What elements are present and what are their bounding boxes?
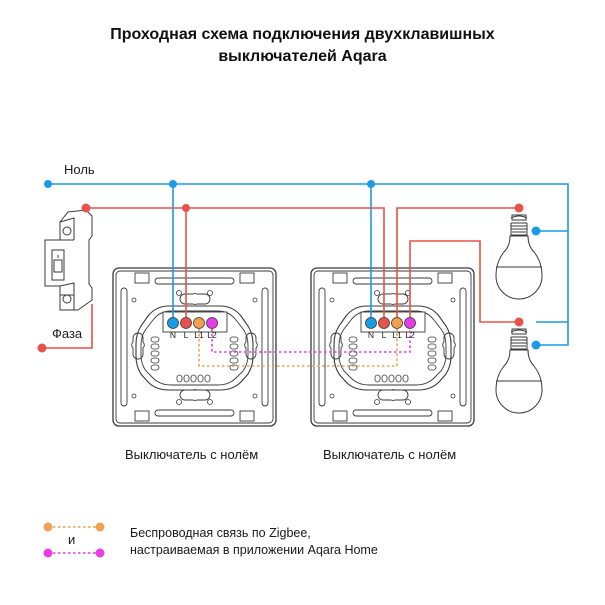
terminal-label-n: N [170,330,176,340]
terminal-label-l2: L2 [207,330,217,340]
switch-1-caption: Выключатель с нолём [125,447,259,462]
switch-1-terminal-labels: N L L1 L2 [170,330,217,340]
terminal-label-n: N [368,330,374,340]
legend-line-2: настраиваемая в приложении Aqara Home [130,543,378,557]
phase-wires [42,207,519,349]
diagram-title: Проходная схема подключения двухклавишны… [0,24,605,68]
legend-l1-line-icon [43,522,105,532]
terminal-label-l2: L2 [405,330,415,340]
circuit-breaker-icon [44,209,93,311]
wireless-l2-link [211,329,411,353]
terminal-label-l1: L1 [392,330,402,340]
phase-label: Фаза [52,326,83,341]
legend-line-1: Беспроводная связь по Zigbee, [130,526,311,540]
legend-and-label: и [68,532,76,547]
legend-l2-line-icon [43,548,105,558]
junction-dots [37,180,541,353]
neutral-wires [48,183,569,323]
terminal-label-l1: L1 [194,330,204,340]
wireless-l1-link [198,329,398,367]
switch-1-backplate-icon [112,267,277,427]
terminal-label-l: L [382,330,387,340]
title-line-2: выключателей Aqara [218,48,387,65]
title-line-1: Проходная схема подключения двухклавишны… [110,26,495,43]
legend-description: Беспроводная связь по Zigbee, настраивае… [130,525,378,559]
terminal-label-l: L [184,330,189,340]
neutral-label: Ноль [64,162,95,177]
switch-2-terminals [365,317,416,329]
switch-2-terminal-labels: N L L1 L2 [368,330,415,340]
switch-2-caption: Выключатель с нолём [323,447,457,462]
switch-1-terminals [167,317,218,329]
switch-2-backplate-icon [310,267,475,427]
